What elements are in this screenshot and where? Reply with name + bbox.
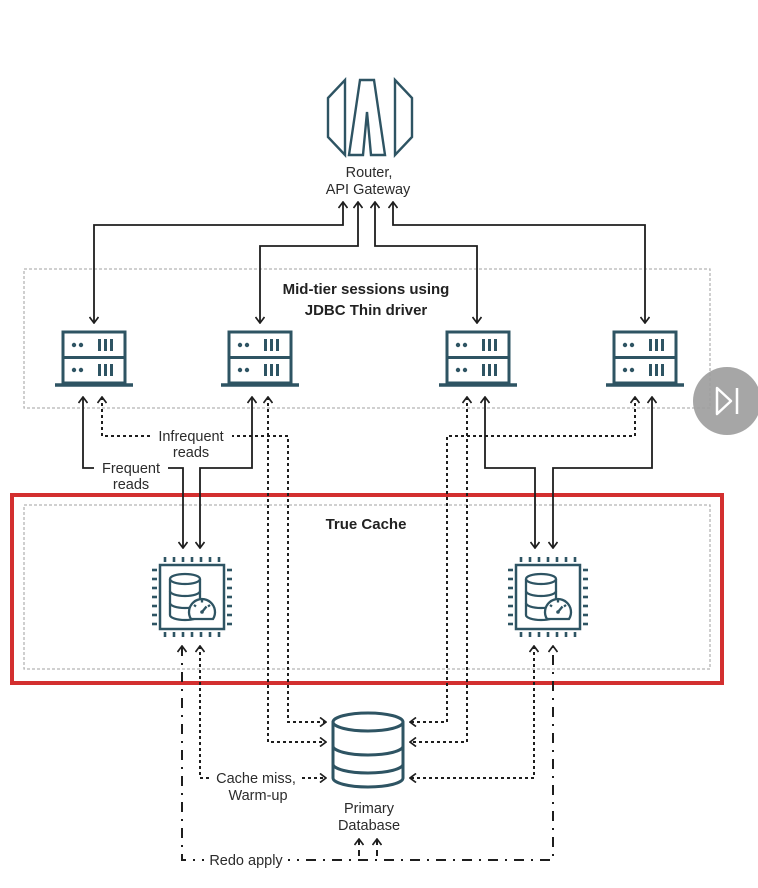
cache-miss-label-line1: Cache miss, — [216, 771, 296, 787]
true-cache-highlight-box — [10, 493, 724, 685]
infrequent-read-path-server-2 — [268, 397, 326, 742]
true-cache-node-icon — [150, 555, 234, 639]
primary-database-label-line2: Database — [338, 818, 400, 834]
true-cache-node-icon — [506, 555, 590, 639]
infrequent-reads-label-line2: reads — [173, 445, 209, 461]
infrequent-label-bg — [150, 428, 232, 444]
primary-database-label-line1: Primary — [344, 801, 395, 817]
mid-tier-title-line1: Mid-tier sessions using — [283, 281, 450, 298]
frequent-read-path-server-4 — [553, 397, 652, 548]
cache-miss-label-line2: Warm-up — [228, 788, 287, 804]
app-server-icon — [54, 330, 134, 387]
infrequent-read-path-server-1 — [102, 397, 326, 722]
connection-router-server-4 — [393, 202, 645, 323]
frequent-reads-label-line1: Frequent — [102, 461, 160, 477]
router-gateway-icon — [326, 76, 414, 159]
true-cache-group-box — [23, 504, 711, 670]
true-cache-title: True Cache — [326, 516, 407, 533]
mid-tier-title-line2: JDBC Thin driver — [305, 302, 428, 319]
router-label-line2: API Gateway — [326, 182, 411, 198]
frequent-read-path-server-3 — [485, 397, 535, 548]
infrequent-reads-label-line1: Infrequent — [158, 429, 223, 445]
skip-next-button[interactable] — [693, 367, 758, 435]
app-server-icon — [438, 330, 518, 387]
mid-tier-group-box — [23, 268, 711, 409]
frequent-label-bg — [94, 460, 168, 476]
database-cylinder-icon — [331, 711, 405, 789]
router-label-line1: Router, — [346, 165, 393, 181]
infrequent-read-path-server-3 — [410, 397, 467, 742]
connection-router-server-2 — [260, 202, 358, 323]
app-server-icon — [605, 330, 685, 387]
cache-miss-label-bg — [209, 770, 301, 786]
redo-apply-label: Redo apply — [209, 853, 283, 869]
cache-miss-path-node-1 — [200, 646, 326, 778]
skip-next-icon — [715, 386, 739, 416]
redo-label-bg — [204, 852, 288, 868]
redo-apply-path — [182, 646, 553, 861]
cache-miss-path-node-2 — [410, 646, 534, 778]
frequent-reads-label-line2: reads — [113, 477, 149, 493]
infrequent-read-path-server-4 — [410, 397, 635, 722]
app-server-icon — [220, 330, 300, 387]
frequent-read-path-server-2 — [200, 397, 252, 548]
